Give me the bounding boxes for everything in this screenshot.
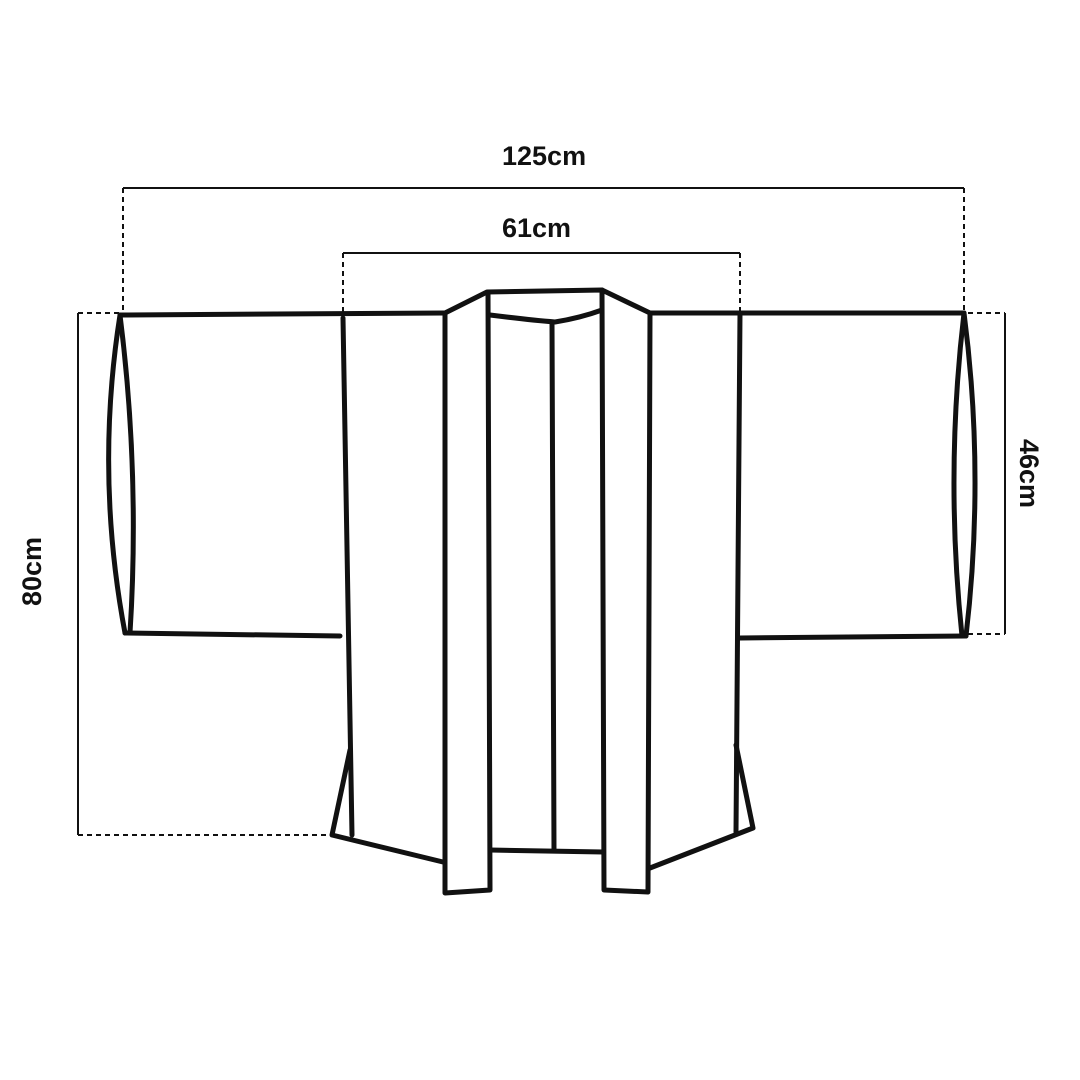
body-width-label: 61cm bbox=[502, 213, 572, 243]
total-width-label: 125cm bbox=[502, 141, 587, 171]
length-label: 80cm bbox=[17, 536, 48, 607]
dimension-sleeve-height bbox=[968, 312, 1006, 635]
dimension-body-width bbox=[342, 252, 741, 313]
sleeve-height-label: 46cm bbox=[1014, 438, 1045, 509]
dimension-length bbox=[77, 312, 330, 836]
dimension-total-width bbox=[122, 187, 965, 313]
kimono-outline bbox=[106, 287, 978, 896]
